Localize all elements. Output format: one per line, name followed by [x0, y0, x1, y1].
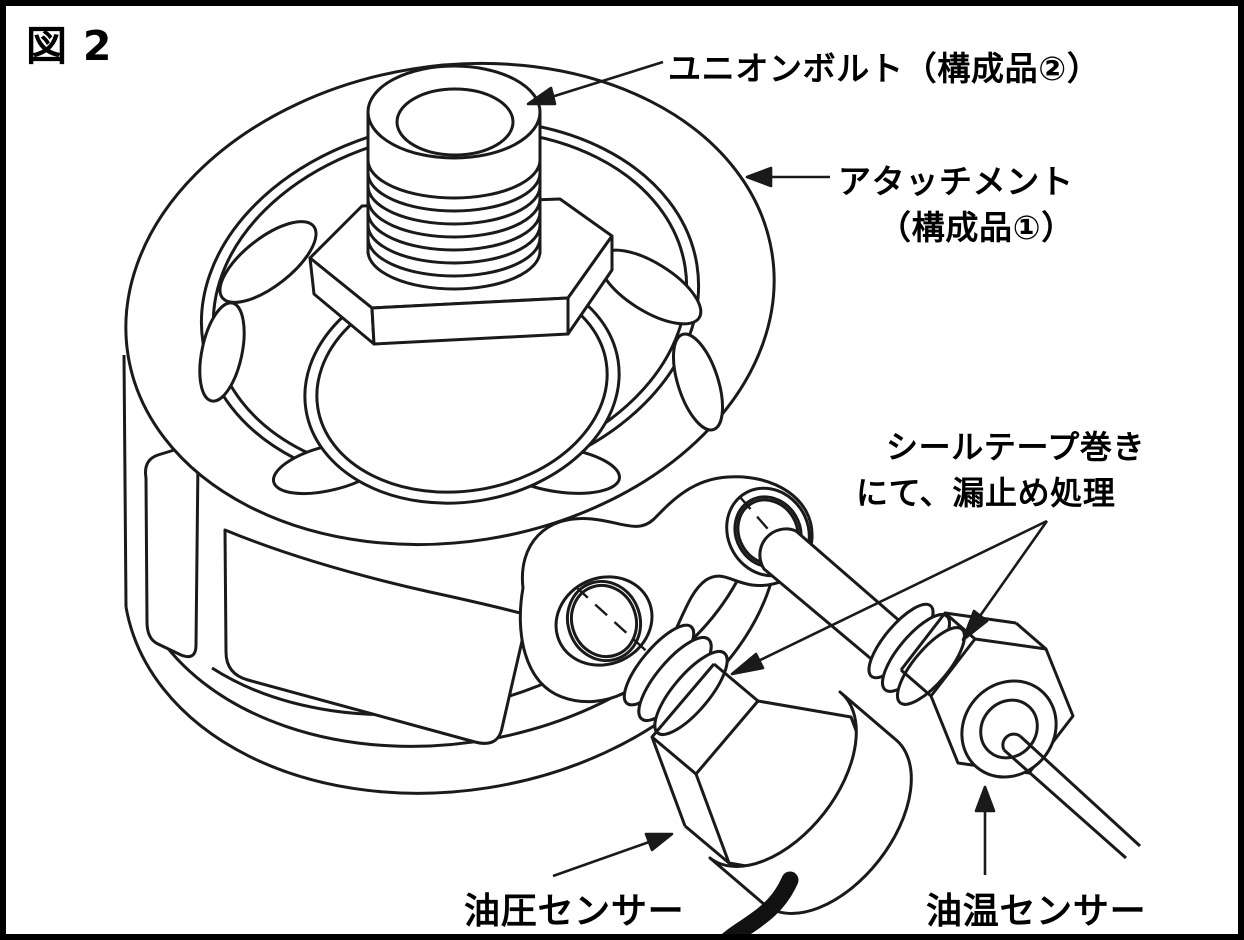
seal-tape-label-line2: にて、漏止め処理 — [856, 474, 1116, 512]
oil-pressure-sensor-label: 油圧センサー — [464, 891, 685, 932]
seal-tape-label-line1: シールテープ巻き — [886, 428, 1146, 466]
union-bolt-label: ユニオンボルト（構成品②） — [668, 49, 1101, 88]
oil-pressure-sensor-drawing — [622, 623, 913, 940]
union-bolt-drawing — [308, 64, 614, 346]
attachment-arrow — [745, 166, 830, 188]
oil-temperature-sensor-drawing — [867, 602, 1142, 860]
oil-temperature-sensor-arrow — [974, 785, 996, 875]
union-bolt-arrow — [526, 60, 664, 106]
attachment-label-line1: アタッチメント — [838, 162, 1074, 201]
sensor-boss-drawing — [518, 475, 912, 704]
oil-pressure-sensor-arrow — [552, 832, 674, 878]
oil-temperature-sensor-label: 油温センサー — [926, 891, 1147, 932]
seal-tape-arrows — [730, 519, 1049, 676]
figure-number: 図 2 — [26, 22, 113, 70]
annotation-arrows — [526, 60, 1049, 878]
attachment-label-line2: （構成品①） — [878, 208, 1075, 247]
